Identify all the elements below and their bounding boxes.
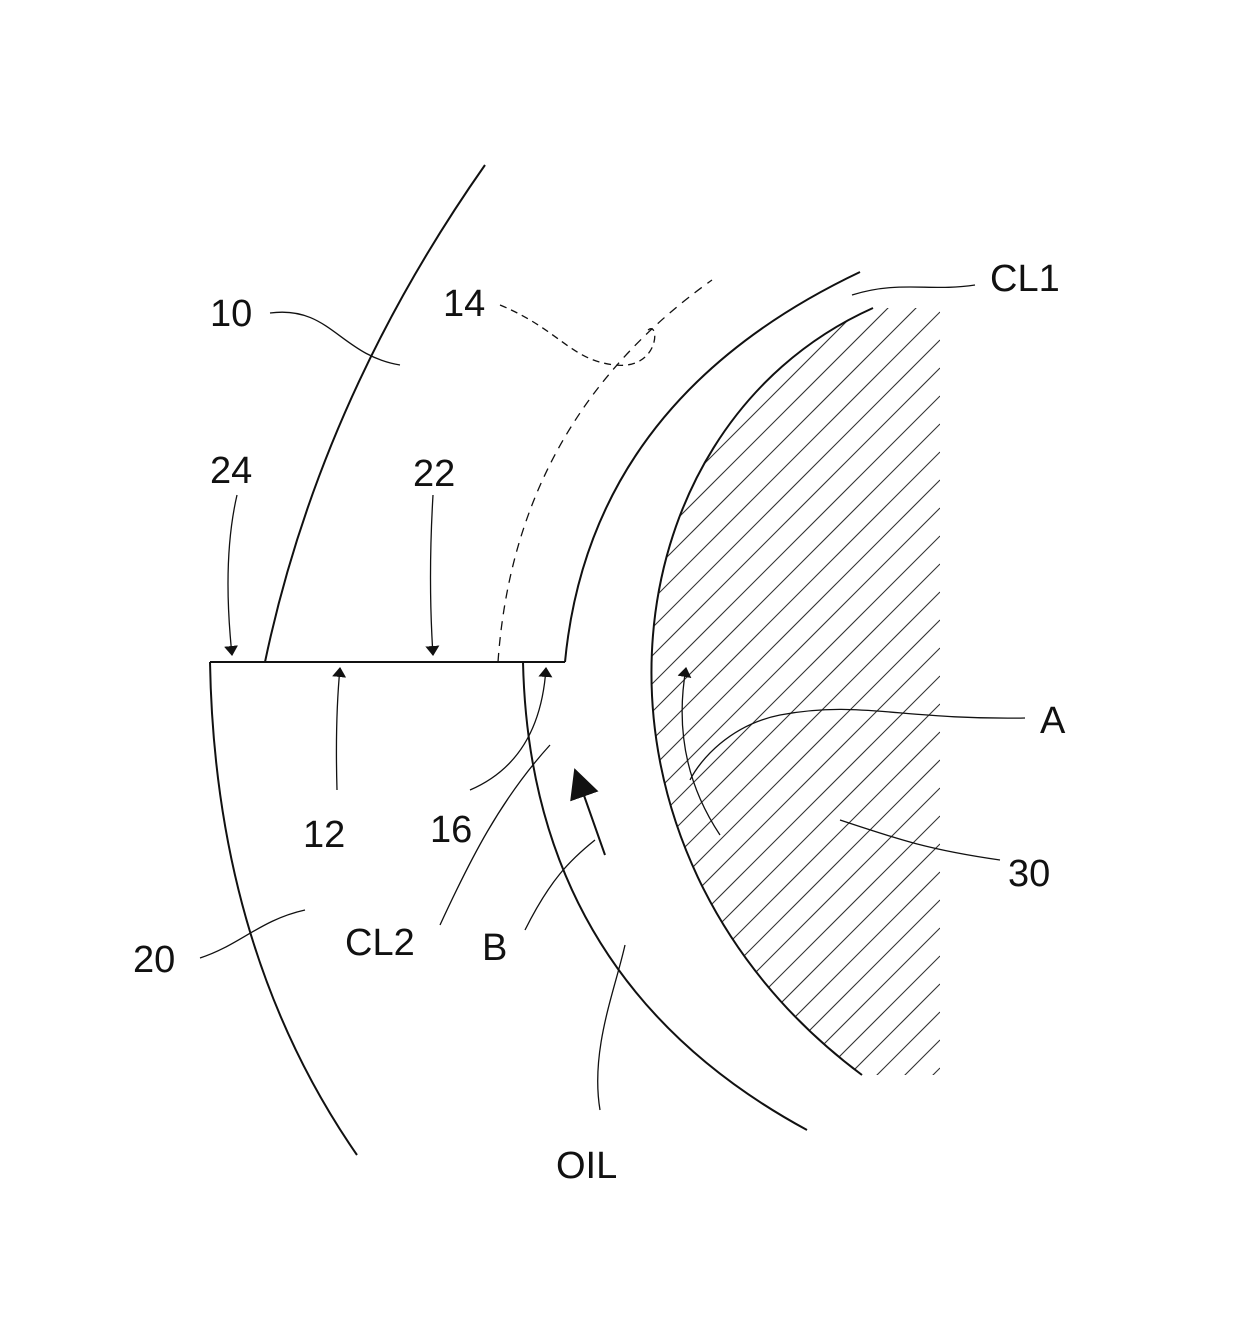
hatch-line <box>872 1012 940 1080</box>
hatch-line <box>560 300 756 496</box>
label-22: 22 <box>413 453 455 495</box>
hatch-line <box>560 536 940 916</box>
hatch-line <box>560 300 588 328</box>
hatch-line <box>560 508 940 888</box>
label-24: 24 <box>210 450 252 492</box>
arrow-12 <box>336 668 340 790</box>
label-10: 10 <box>210 293 252 335</box>
arrow-24 <box>228 495 237 655</box>
hatch-line <box>928 1068 940 1080</box>
housing-20-inner-edge <box>523 662 807 1130</box>
label-16: 16 <box>430 809 472 851</box>
hatch-line <box>560 300 812 552</box>
hatch-line <box>560 300 616 356</box>
leader-oil <box>598 945 625 1110</box>
leader-20 <box>200 910 305 958</box>
hatch-line <box>732 872 940 1080</box>
hatch-line <box>560 300 868 608</box>
label-14: 14 <box>443 283 485 325</box>
hatch-line <box>560 452 940 832</box>
leader-14 <box>500 305 655 365</box>
label-cl2: CL2 <box>345 922 415 964</box>
hatch-line <box>560 300 644 384</box>
flow-arrow-b <box>575 770 605 855</box>
leader-a <box>690 709 1025 780</box>
hatch-line <box>560 648 940 1028</box>
hatch-line <box>560 368 940 748</box>
flow-arrow-a <box>682 668 720 835</box>
hatch-line <box>560 564 940 944</box>
bearing-10-outer-edge <box>265 165 485 662</box>
arrow-22 <box>431 495 434 655</box>
hatch-line <box>560 480 940 860</box>
dashed-line-14 <box>498 280 712 662</box>
hatch-line <box>564 704 940 1080</box>
label-a: A <box>1040 700 1066 742</box>
hatch-line <box>560 300 700 440</box>
hatch-line <box>560 300 784 524</box>
hatch-line <box>560 300 924 664</box>
hatch-line <box>816 956 940 1080</box>
hatch-line <box>648 788 940 1080</box>
hatch-line <box>592 732 940 1080</box>
label-b: B <box>482 927 507 969</box>
label-oil: OIL <box>556 1145 617 1187</box>
hatch-line <box>560 300 672 412</box>
label-30: 30 <box>1008 853 1050 895</box>
label-12: 12 <box>303 814 345 856</box>
label-cl1: CL1 <box>990 258 1060 300</box>
hatch-line <box>560 396 940 776</box>
hatch-line <box>844 984 940 1080</box>
label-20: 20 <box>133 939 175 981</box>
hatch-line <box>676 816 940 1080</box>
hatch-line <box>560 676 940 1056</box>
housing-20-outer-edge <box>210 662 357 1155</box>
hatch-line <box>560 300 896 636</box>
hatch-line <box>560 424 940 804</box>
leader-cl1 <box>852 285 975 295</box>
hatch-line <box>560 592 940 972</box>
hatch-line <box>560 620 940 1000</box>
hatch-line <box>704 844 940 1080</box>
leader-30 <box>840 820 1000 860</box>
hatch-line <box>560 312 940 692</box>
hatch-line <box>788 928 940 1080</box>
hatch-line <box>760 900 940 1080</box>
